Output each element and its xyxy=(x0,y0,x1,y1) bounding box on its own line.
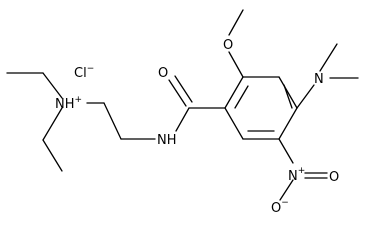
chloride-label: Cl− xyxy=(74,64,94,81)
bond-ring-nme2 xyxy=(296,84,315,109)
bond-ring-6 xyxy=(224,107,244,140)
bond-amide-carbon xyxy=(175,107,190,132)
bond-ring-4 xyxy=(278,107,298,140)
bonds xyxy=(6,9,359,201)
bond-ring-nitro xyxy=(278,138,294,164)
atom-labels: Cl− NH+ NH O O N N+ O O− xyxy=(55,38,339,216)
nitro-o-double-label: O xyxy=(329,170,339,185)
nitro-o-single-label: O− xyxy=(271,198,289,216)
bond-ethyl2-ch3 xyxy=(42,139,63,172)
ammonium-label: NH+ xyxy=(55,95,82,112)
bond-ring-methoxy xyxy=(228,51,244,78)
bond-methoxy-ch3 xyxy=(228,9,244,36)
amide-nh-label: NH xyxy=(157,133,177,148)
bond-nme2-me1 xyxy=(319,43,338,72)
bond-carbonyl-1 xyxy=(168,79,187,107)
bond-carbonyl-2 xyxy=(174,75,193,103)
carbonyl-o-label: O xyxy=(158,66,168,81)
dimethylamino-n-label: N xyxy=(314,72,324,87)
structure-diagram: Cl− NH+ NH O O N N+ O O− xyxy=(6,9,359,216)
bond-nitro-o-single xyxy=(279,179,294,201)
methoxy-o-label: O xyxy=(223,38,233,53)
bond-ring-inner-2 xyxy=(283,84,293,109)
bond-ethyl1-ch2 xyxy=(42,72,63,99)
bond-ring-inner-1 xyxy=(234,85,249,109)
bond-ethyl2-ch2 xyxy=(42,107,63,141)
nitro-n-label: N+ xyxy=(288,166,305,184)
bond-linker-ch2 xyxy=(103,102,122,140)
bond-ring-1 xyxy=(224,76,244,109)
bond-ring-3 xyxy=(278,76,298,109)
